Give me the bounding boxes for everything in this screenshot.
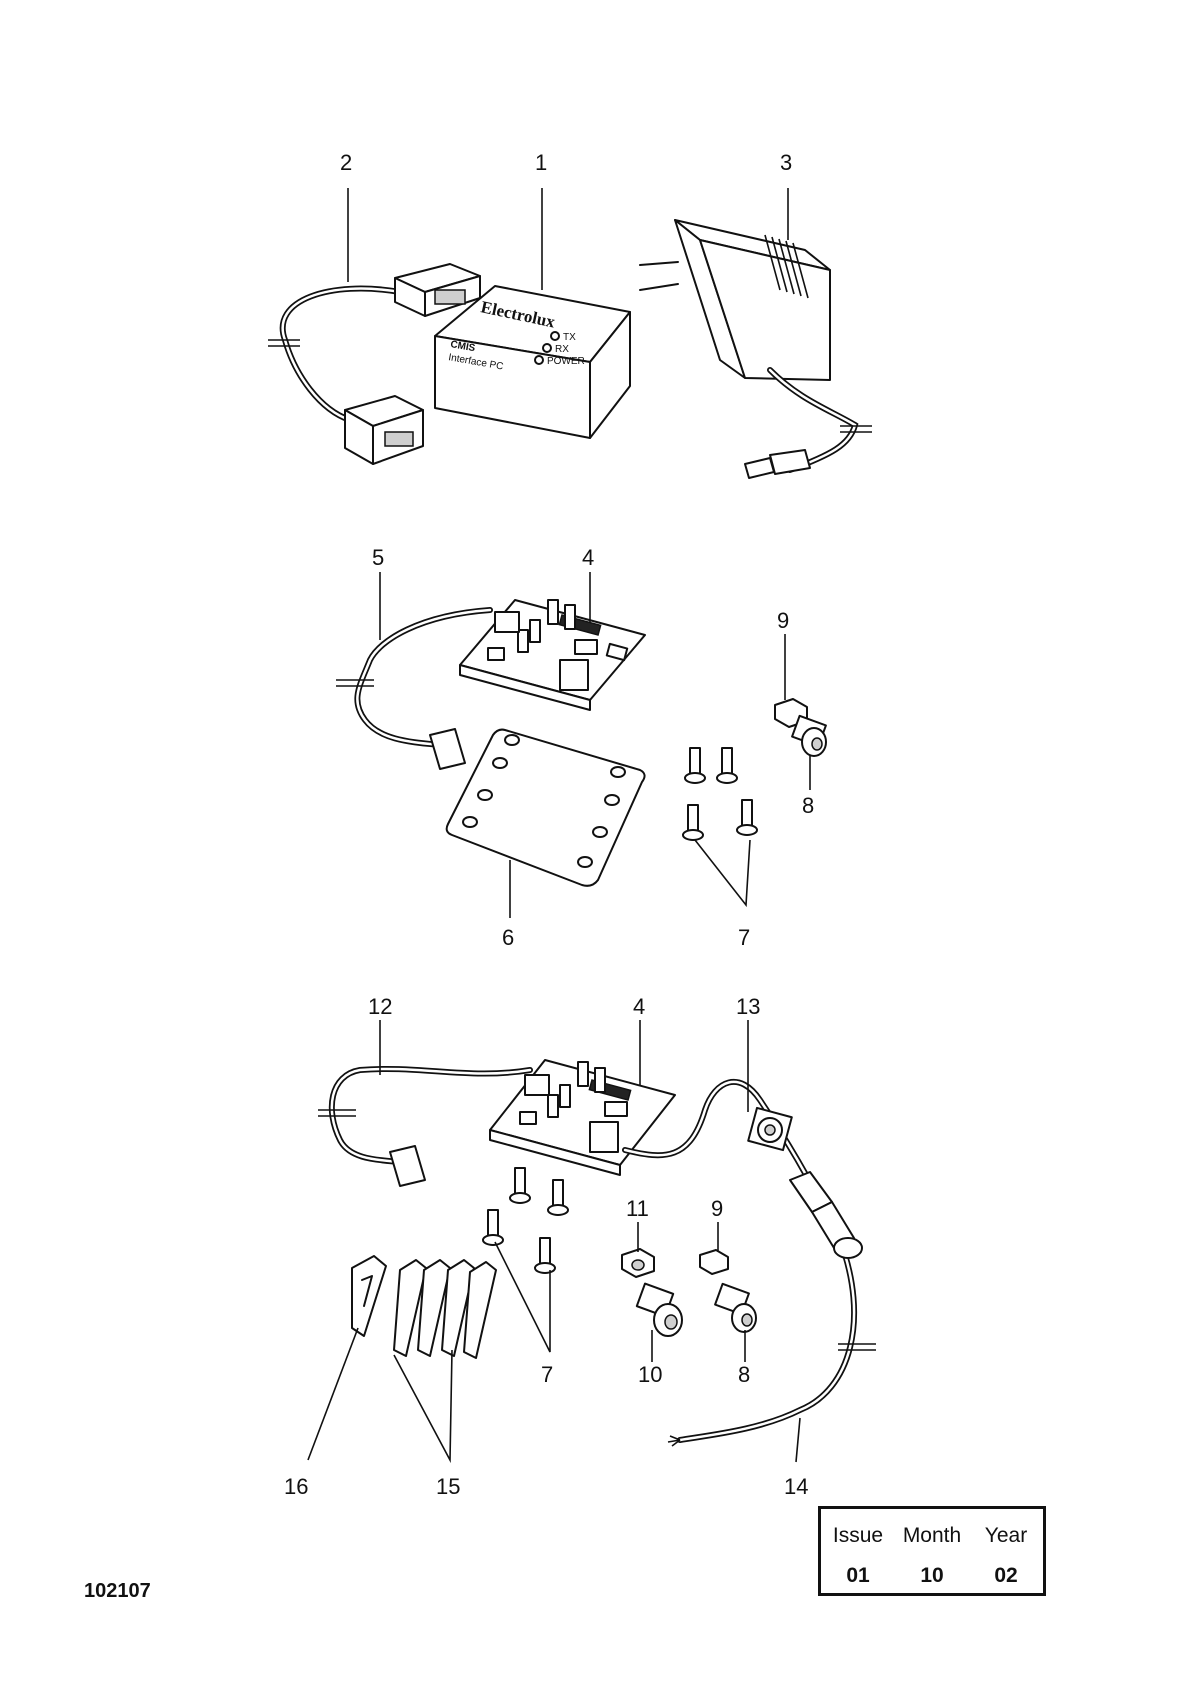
cable-gland-8b [715,1284,756,1332]
pcb-board-4b [490,1060,675,1175]
year-header: Year [969,1524,1042,1548]
callout-8-upper: 8 [802,793,814,818]
month-value: 10 [895,1564,968,1588]
callout-7-lower: 7 [541,1362,553,1387]
issue-table-header: Issue Month Year [821,1509,1043,1559]
callout-11: 11 [626,1196,649,1221]
ribbon-cable-5 [336,610,490,769]
callout-4-lower: 4 [633,994,645,1019]
svg-text:RX: RX [555,344,569,355]
issue-table-values: 01 10 02 [821,1559,1043,1593]
cable-gland-10 [637,1284,682,1336]
panel-connector-13 [748,1108,792,1150]
pcb-assembly-lower [318,1060,876,1446]
callout-14: 14 [784,1474,808,1499]
nut-9b [700,1250,728,1274]
year-value: 02 [969,1564,1042,1588]
cable-gland-8a [775,699,826,756]
callout-9-upper: 9 [777,608,789,633]
callout-12: 12 [368,994,392,1019]
callout-10: 10 [638,1362,662,1387]
issue-header: Issue [821,1524,894,1548]
interface-box: Electrolux CMIS Interface PC TX RX POWER [435,286,630,438]
month-header: Month [895,1524,968,1548]
issue-table: Issue Month Year 01 10 02 [818,1506,1046,1596]
nut-11 [622,1249,654,1277]
callout-16: 16 [284,1474,308,1499]
pcb-spacers-7b [483,1168,568,1273]
callout-1: 1 [535,150,547,175]
drawing-number: 102107 [84,1580,151,1603]
callout-8-lower: 8 [738,1362,750,1387]
issue-value: 01 [821,1564,894,1588]
svg-text:TX: TX [563,332,576,343]
pcb-spacers-7a [683,748,757,840]
cable-plug [790,1172,862,1258]
callout-4-upper: 4 [582,545,594,570]
mounting-plate-6 [447,730,645,886]
callout-13: 13 [736,994,760,1019]
callout-15: 15 [436,1474,460,1499]
pcb-assembly-upper [336,600,826,886]
callout-9-lower: 9 [711,1196,723,1221]
callout-7-upper: 7 [738,925,750,950]
terminal-cover-16 [352,1256,386,1336]
pcb-board-4a [460,600,645,710]
power-adapter [640,220,872,478]
callout-3: 3 [780,150,792,175]
callout-2: 2 [340,150,352,175]
callout-6: 6 [502,925,514,950]
callout-5: 5 [372,545,384,570]
interface-assembly: Electrolux CMIS Interface PC TX RX POWER [268,220,872,478]
svg-text:POWER: POWER [547,356,585,367]
terminal-blocks-15 [394,1260,496,1358]
